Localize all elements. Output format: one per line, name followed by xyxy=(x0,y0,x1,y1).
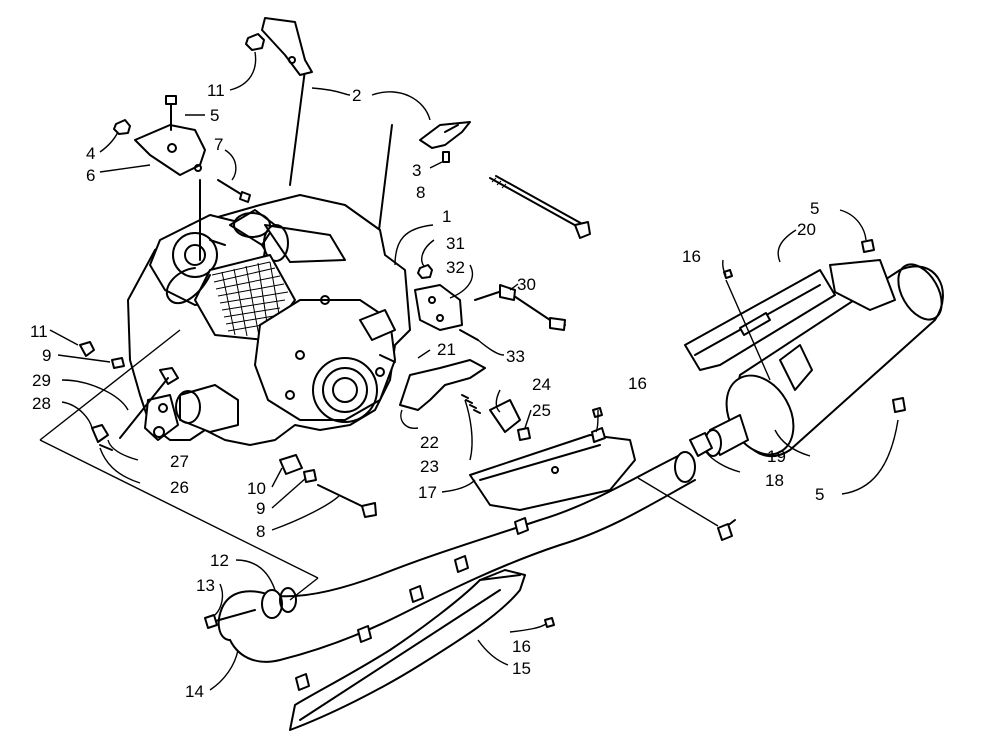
callout-3: 3 xyxy=(412,161,421,180)
long-bolt-8 xyxy=(489,175,591,239)
callout-27: 27 xyxy=(170,452,189,471)
callout-5-top: 5 xyxy=(210,106,219,125)
callout-20: 20 xyxy=(797,220,816,239)
callout-12: 12 xyxy=(210,551,229,570)
bolt-group-lower xyxy=(279,454,377,518)
callout-2: 2 xyxy=(352,86,361,105)
heat-shield-20 xyxy=(684,259,896,371)
flange-12 xyxy=(261,587,297,619)
callout-10: 10 xyxy=(247,479,266,498)
nut-11-top xyxy=(245,33,265,51)
bolt-5-top xyxy=(165,95,177,131)
engine-assembly xyxy=(127,17,411,446)
bolt-7 xyxy=(217,179,251,203)
bracket-2 xyxy=(419,121,471,149)
callout-4: 4 xyxy=(86,144,95,163)
side-bracket-32 xyxy=(414,284,463,331)
bolt-13 xyxy=(204,609,256,629)
nut-31 xyxy=(417,264,433,279)
callout-33: 33 xyxy=(506,347,525,366)
heat-shield-15 xyxy=(289,569,526,731)
callout-6: 6 xyxy=(86,166,95,185)
callout-32: 32 xyxy=(446,258,465,277)
callout-23: 23 xyxy=(420,457,439,476)
callout-11-left: 11 xyxy=(30,322,48,341)
callout-29: 29 xyxy=(32,371,51,390)
sensor-30 xyxy=(474,284,566,331)
callout-30: 30 xyxy=(517,275,536,294)
bolt-33 xyxy=(459,329,479,341)
callout-9-lower: 9 xyxy=(256,499,265,518)
leader-lines xyxy=(39,51,899,691)
spring-23 xyxy=(461,394,481,414)
callout-labels: 1 2 3 4 5 5 5 6 7 8 8 9 9 10 11 11 12 13… xyxy=(30,81,824,701)
callout-26: 26 xyxy=(170,478,189,497)
callout-25: 25 xyxy=(532,401,551,420)
callout-14: 14 xyxy=(185,682,204,701)
callout-13: 13 xyxy=(196,576,215,595)
callout-22: 22 xyxy=(420,433,439,452)
heat-shield-17 xyxy=(469,427,636,511)
callout-11-top: 11 xyxy=(207,81,225,100)
callout-8-top: 8 xyxy=(416,183,425,202)
callout-16-mid: 16 xyxy=(628,374,647,393)
callout-17: 17 xyxy=(418,483,437,502)
callout-19: 19 xyxy=(767,447,786,466)
callout-5-right: 5 xyxy=(810,199,819,218)
callout-16-right: 16 xyxy=(682,247,701,266)
callout-24: 24 xyxy=(532,375,551,394)
callout-15: 15 xyxy=(512,659,531,678)
callout-28: 28 xyxy=(32,394,51,413)
callout-7: 7 xyxy=(214,135,223,154)
callout-18: 18 xyxy=(765,471,784,490)
callout-9-left: 9 xyxy=(42,346,51,365)
exhaust-header-14 xyxy=(217,451,696,691)
bracket-22 xyxy=(379,354,486,411)
callout-31: 31 xyxy=(446,234,465,253)
callout-21: 21 xyxy=(437,340,456,359)
pin-3 xyxy=(442,151,450,163)
small-hardware xyxy=(544,239,906,628)
callout-16-lower: 16 xyxy=(512,637,531,656)
muffler-19 xyxy=(704,263,944,458)
callout-8-lower: 8 xyxy=(256,522,265,541)
nut-4 xyxy=(113,119,131,135)
clamp-18 xyxy=(689,432,713,457)
callout-5-lower: 5 xyxy=(815,485,824,504)
bolt-group-left xyxy=(79,341,179,451)
callout-1: 1 xyxy=(442,207,451,226)
